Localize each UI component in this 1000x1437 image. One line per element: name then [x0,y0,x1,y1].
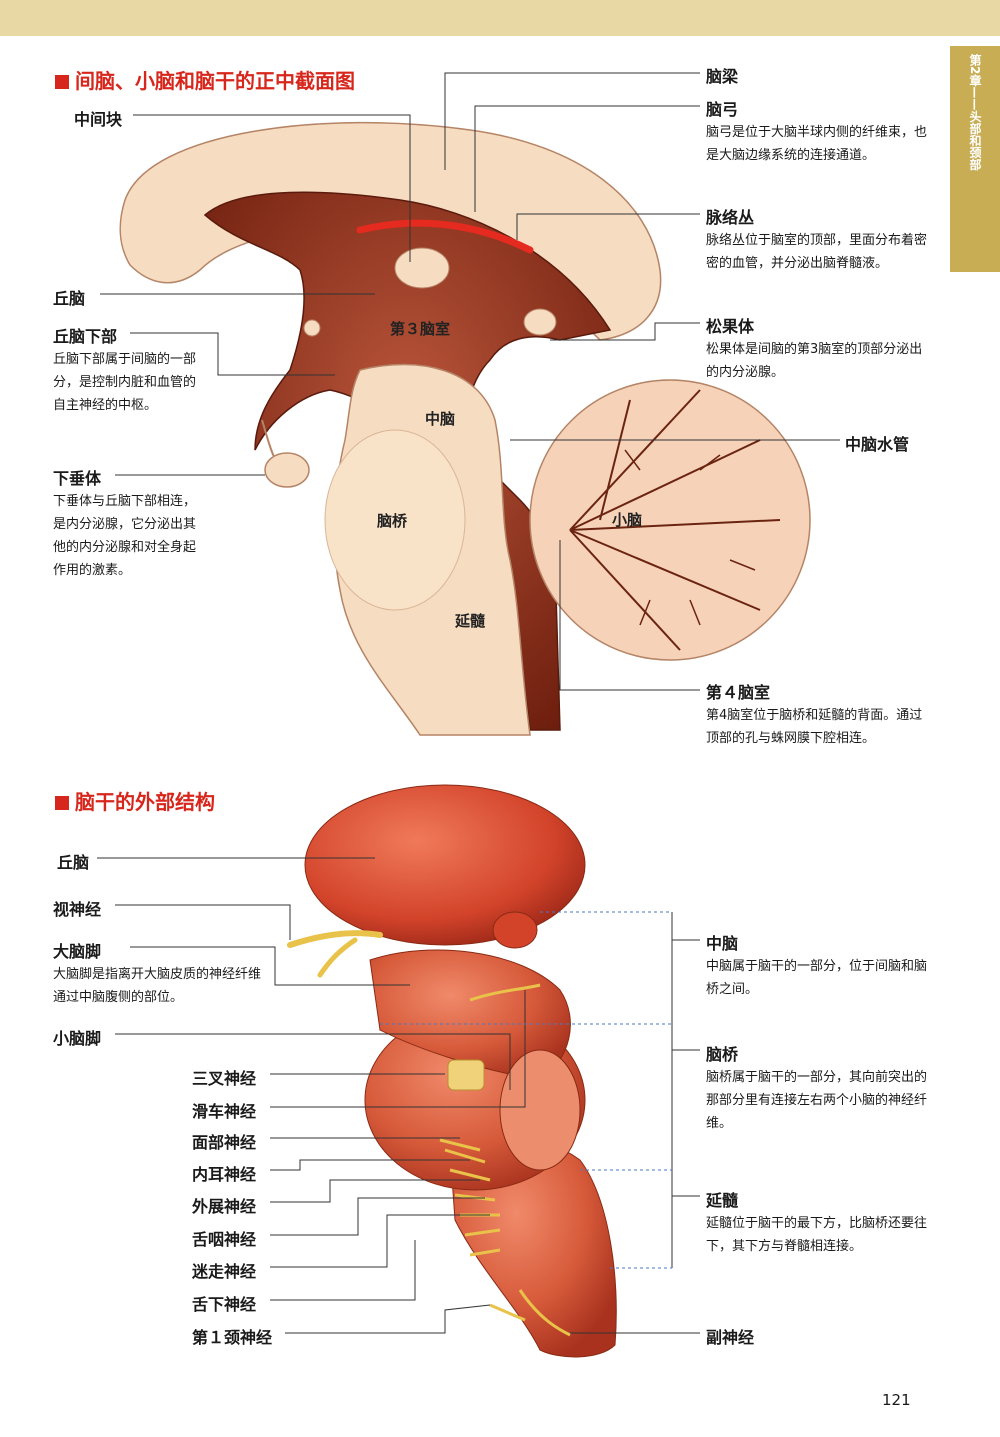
trigeminal-nerve-shape [447,1059,485,1091]
label-thalamus: 丘脑 [53,289,86,308]
sagittal-section-drawing [119,121,811,736]
inlabel-medulla: 延髓 [455,612,486,630]
label-choroid-plexus: 脉络丛 [706,208,755,227]
chapter-side-tab: 第2章——头部和颈部 [950,46,1000,272]
label-medulla-2: 延髓 [706,1191,739,1210]
label-aqueduct: 中脑水管 [845,435,910,454]
inlabel-pons: 脑桥 [377,512,408,530]
thalamic-adhesion-shape [394,247,450,289]
label-abducens: 外展神经 [192,1197,257,1216]
cerebellar-peduncle-cut-shape [499,1049,581,1171]
desc-fornix: 脑弓是位于大脑半球内侧的纤维束，也是大脑边缘系统的连接通道。 [706,125,928,163]
desc-hypothalamus: 丘脑下部属于间脑的一部分，是控制内脏和血管的自主神经的中枢。 [53,352,197,413]
inlabel-cerebellum: 小脑 [612,511,643,529]
section2-title: 脑干的外部结构 [55,786,215,815]
pituitary-shape [264,452,310,488]
label-accessory: 副神经 [706,1328,755,1347]
pons-bulge-shape [324,429,466,611]
desc-pineal: 松果体是间脑的第3脑室的顶部分泌出的内分泌腺。 [706,342,923,380]
label-trigeminal: 三叉神经 [192,1069,257,1088]
label-trochlear: 滑车神经 [192,1102,257,1121]
label-pons-2: 脑桥 [706,1045,739,1064]
page-number: 121 [882,1391,911,1409]
label-cervical1: 第１颈神经 [192,1328,273,1347]
label-hypothalamus: 丘脑下部 [53,327,118,346]
choroid-plexus-shape [356,219,534,254]
optic-nerve-shape [287,930,383,948]
label-glossopharyngeal: 舌咽神经 [192,1230,257,1249]
label-vagus: 迷走神经 [192,1262,257,1281]
label-fornix: 脑弓 [706,100,739,119]
label-hypoglossal: 舌下神经 [192,1295,257,1314]
label-cerebral-peduncle: 大脑脚 [53,942,102,961]
peduncle-shape [369,949,571,1081]
desc-fourth-ventricle: 第4脑室位于脑桥和延髓的背面。通过顶部的孔与蛛网膜下腔相连。 [706,708,923,746]
dotted-guides-section2 [380,911,672,1269]
desc-pons: 脑桥属于脑干的一部分，其向前突出的那部分里有连接左右两个小脑的神经纤维。 [706,1070,928,1131]
section1-title: 间脑、小脑和脑干的正中截面图 [55,65,355,94]
label-thalamic-adhesion: 中间块 [74,110,123,129]
label-pituitary: 下垂体 [53,469,102,488]
label-optic-nerve: 视神经 [53,900,102,919]
label-corpus-callosum: 脑梁 [706,67,739,86]
desc-midbrain: 中脑属于脑干的一部分，位于间脑和脑桥之间。 [706,959,928,997]
label-cerebellar-peduncle: 小脑脚 [53,1029,102,1048]
title-marker-icon [55,796,69,810]
top-band [0,0,1000,36]
desc-cerebral-peduncle: 大脑脚是指离开大脑皮质的神经纤维通过中脑腹侧的部位。 [53,967,262,1005]
inlabel-third-ventricle: 第３脑室 [390,320,451,338]
leader-lines-section1 [100,72,840,691]
label-facial: 面部神经 [192,1133,257,1152]
label-pineal: 松果体 [706,317,755,336]
label-fourth-ventricle: 第４脑室 [706,683,771,702]
desc-medulla: 延髓位于脑干的最下方，比脑桥还要往下，其下方与脊髓相连接。 [706,1216,928,1254]
label-vestibulocochlear: 内耳神经 [192,1165,257,1184]
midbrain-colliculus-shape [492,911,538,949]
title-marker-icon [55,75,69,89]
leader-lines-section2 [97,857,700,1334]
desc-choroid-plexus: 脉络丛位于脑室的顶部，里面分布着密密的血管，并分泌出脑脊髓液。 [706,233,928,271]
thalamus-ball-shape [304,784,586,946]
label-thalamus-2: 丘脑 [57,853,90,872]
small-nodule-shape [303,319,321,337]
pineal-shape [523,308,557,336]
brainstem-external-drawing [287,784,617,1358]
cerebellum-shape [529,379,811,661]
desc-pituitary: 下垂体与丘脑下部相连，是内分泌腺，它分泌出其他的内分泌腺和对全身起作用的激素。 [53,494,197,578]
label-midbrain-2: 中脑 [706,934,739,953]
inlabel-midbrain: 中脑 [425,410,456,428]
